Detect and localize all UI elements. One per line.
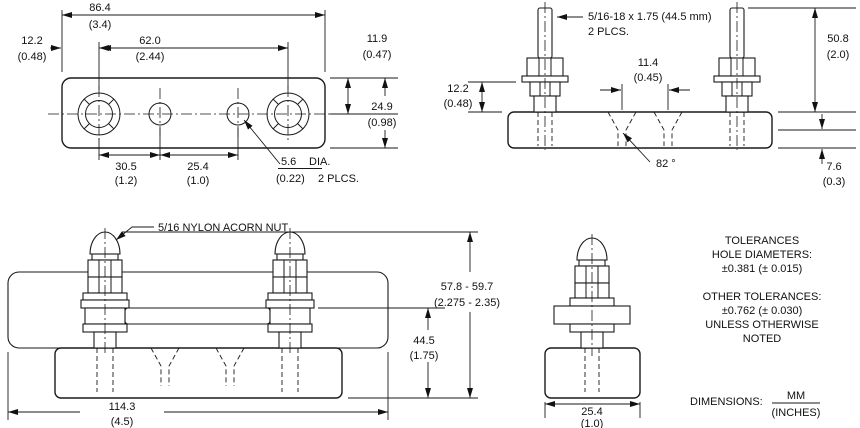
dim-text: 2 PLCS. (318, 173, 359, 185)
dim-text: 50.8 (827, 33, 848, 45)
dim-text: 24.9 (371, 101, 392, 113)
dim-text: (0.98) (368, 117, 397, 129)
callout-stud-spec: 5/16-18 x 1.75 (44.5 mm) 2 PLCS. (557, 11, 712, 38)
dim-text: (2.0) (827, 49, 850, 61)
dim-text: (0.47) (363, 49, 392, 61)
dimensions-denominator: (INCHES) (772, 407, 821, 419)
dim-top-offset: 11.9 (0.47) (330, 33, 398, 115)
dim-text: (1.2) (115, 175, 138, 187)
dim-base-lip: 7.6 (0.3) (778, 114, 856, 188)
dim-hole-gap: 11.4 (0.45) (600, 57, 690, 110)
stud-stack-right (265, 228, 315, 356)
other-tolerances-note: NOTED (743, 333, 782, 345)
dim-text: (2.44) (136, 51, 165, 63)
dim-text: (1.0) (581, 418, 604, 428)
dim-stud-height: 50.8 (2.0) (748, 7, 856, 113)
dim-text: 25.4 (581, 406, 602, 418)
dim-end-width: 25.4 (1.0) (544, 401, 641, 428)
dim-left-offset: 12.2 (0.48) (18, 35, 112, 63)
stud-assembly-right (713, 2, 761, 150)
dim-text: 44.5 (413, 335, 434, 347)
callout-hole-diameter: 5.6 DIA. (0.22) 2 PLCS. (243, 119, 359, 185)
dim-seat-height: 12.2 (0.48) (444, 81, 516, 113)
stud-hole-right (266, 92, 310, 136)
dim-text: (0.45) (634, 72, 663, 84)
dim-text: 2 PLCS. (588, 26, 629, 38)
other-tolerances-title: OTHER TOLERANCES: (703, 291, 822, 303)
tolerance-notes: TOLERANCES HOLE DIAMETERS: ±0.381 (± 0.0… (690, 235, 821, 419)
dim-text: 12.2 (21, 35, 42, 47)
dim-text: (0.3) (823, 176, 846, 188)
callout-countersink-angle: 82 ° (622, 132, 676, 170)
other-tolerances-note: UNLESS OTHERWISE (705, 319, 819, 331)
tolerances-title: TOLERANCES (725, 235, 799, 247)
dimensions-label: DIMENSIONS: (690, 396, 763, 408)
dimensions-numerator: MM (787, 390, 805, 402)
dim-text: 11.9 (367, 33, 388, 45)
dim-text: 12.2 (447, 83, 468, 95)
dim-overall-length: 114.3 (4.5) (7, 352, 389, 428)
top-view-base-outline (61, 77, 326, 149)
dim-text: 5.6 (281, 156, 296, 168)
dim-text: 11.4 (638, 57, 659, 69)
dim-text: 82 ° (656, 158, 676, 170)
dim-text: 25.4 (187, 161, 208, 173)
dim-text: (0.22) (276, 173, 305, 185)
dim-text: DIA. (309, 156, 330, 168)
hidden-holes (96, 347, 299, 392)
dim-hole-pitch: 30.5 (1.2) 25.4 (1.0) (98, 128, 239, 187)
other-tolerances-value: ±0.762 (± 0.030) (722, 305, 803, 317)
hole-diameter-tolerance-title: HOLE DIAMETERS: (712, 249, 812, 261)
front-view: 5/16-18 x 1.75 (44.5 mm) 2 PLCS. 50.8 (2… (444, 2, 856, 188)
side-view-base-outline (54, 347, 343, 399)
dim-text: 57.8 - 59.7 (441, 281, 494, 293)
busbar (124, 307, 271, 325)
mounting-hole-right (226, 102, 250, 126)
stud-hole-left (77, 92, 121, 136)
dim-text: 5/16-18 x 1.75 (44.5 mm) (588, 11, 712, 23)
dim-text: (0.48) (444, 98, 473, 110)
top-view: 86.4 (3.4) 62.0 (2.44) 12.2 (0.48) 11.9 … (18, 2, 398, 187)
dim-text: 30.5 (115, 161, 136, 173)
end-view: 25.4 (1.0) (544, 234, 641, 428)
stud-assembly-left (521, 2, 569, 150)
dimensions-units: DIMENSIONS: MM (INCHES) (690, 390, 820, 419)
dim-text: (1.0) (187, 175, 210, 187)
dim-text: 62.0 (139, 35, 160, 47)
dim-text: (4.5) (111, 416, 134, 428)
front-view-base-outline (507, 111, 773, 149)
end-view-base-outline (544, 347, 641, 399)
dim-depth: 24.9 (0.98) (330, 78, 398, 149)
dim-body-height: 44.5 (1.75) (318, 307, 445, 398)
dim-overall-height: 57.8 - 59.7 (2.275 - 2.35) (122, 231, 500, 399)
stud-stack-end (553, 234, 631, 356)
dim-text: (3.4) (89, 19, 112, 31)
hidden-countersink-holes (537, 111, 745, 146)
dim-text: (1.75) (410, 350, 439, 362)
mounting-hole-left (148, 102, 172, 126)
dim-text: 114.3 (109, 401, 136, 413)
dim-stud-span: 62.0 (2.44) (98, 35, 289, 90)
dim-text: (2.275 - 2.35) (434, 297, 500, 309)
dim-overall-width: 86.4 (3.4) (61, 2, 326, 72)
side-view: 5/16 NYLON ACORN NUT 57.8 - 59.7 (2.275 … (7, 222, 500, 428)
dim-text: 5/16 NYLON ACORN NUT (158, 222, 288, 234)
dim-text: 86.4 (89, 2, 110, 14)
hole-diameter-tolerance-value: ±0.381 (± 0.015) (722, 263, 803, 275)
callout-acorn-nut: 5/16 NYLON ACORN NUT (115, 222, 288, 241)
dim-text: 7.6 (826, 161, 841, 173)
dim-text: (0.48) (18, 51, 47, 63)
stud-stack-left (80, 228, 130, 356)
